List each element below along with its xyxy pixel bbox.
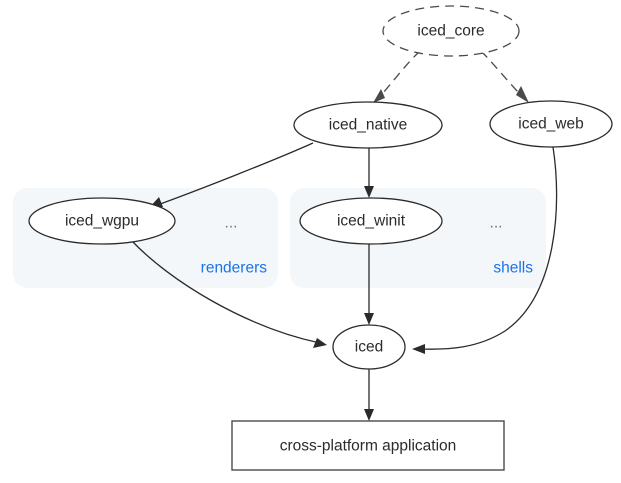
node-application-shape[interactable]	[231, 420, 505, 471]
node-iced-core[interactable]: iced_core	[382, 5, 520, 57]
edge-iced-winit-to-iced-arrowhead	[364, 313, 374, 325]
node-iced-web[interactable]: iced_web	[489, 100, 613, 148]
edge-iced-winit-to-iced	[364, 244, 374, 325]
edge-iced-core-to-iced-web-arrowhead	[516, 86, 529, 103]
edge-iced-core-to-iced-native	[373, 50, 421, 103]
shells-more-icon: ...	[490, 215, 503, 232]
edge-iced-web-to-iced	[412, 146, 558, 354]
node-iced-core-shape[interactable]	[382, 5, 520, 57]
edge-iced-web-to-iced-line	[418, 146, 558, 350]
renderers-more-icon: ...	[225, 215, 238, 232]
edge-iced-wgpu-to-iced-line	[131, 240, 321, 344]
edge-iced-core-to-iced-native-arrowhead	[373, 89, 385, 103]
edge-iced-to-application-arrowhead	[364, 409, 374, 421]
node-iced-winit[interactable]: iced_winit	[299, 197, 443, 245]
node-iced[interactable]: iced	[332, 324, 406, 370]
node-iced-shape[interactable]	[332, 324, 406, 370]
edge-iced-native-to-iced-wgpu-line	[151, 142, 314, 208]
edge-iced-core-to-iced-web	[480, 50, 529, 103]
node-iced-winit-label: iced_winit	[337, 213, 406, 230]
node-iced-wgpu-label: iced_wgpu	[65, 213, 139, 230]
cluster-renderers-label: renderers	[201, 260, 268, 277]
node-iced-native-label: iced_native	[329, 117, 407, 134]
node-iced-wgpu[interactable]: iced_wgpu	[28, 197, 176, 245]
node-iced-wgpu-shape[interactable]	[28, 197, 176, 245]
node-iced-web-shape[interactable]	[489, 100, 613, 148]
edge-iced-native-to-iced-winit-arrowhead	[364, 186, 374, 198]
edge-iced-wgpu-to-iced-arrowhead	[313, 338, 327, 348]
node-application[interactable]: cross-platform application	[231, 420, 505, 471]
edge-iced-web-to-iced-arrowhead	[412, 344, 425, 354]
node-application-label: cross-platform application	[280, 438, 457, 455]
node-iced-core-label: iced_core	[417, 23, 484, 40]
node-iced-label: iced	[355, 339, 383, 356]
node-iced-native[interactable]: iced_native	[293, 101, 443, 149]
cluster-shells-label: shells	[493, 260, 533, 277]
node-iced-winit-shape[interactable]	[299, 197, 443, 245]
edge-iced-native-to-iced-winit	[364, 148, 374, 198]
edge-iced-to-application	[364, 369, 374, 421]
node-iced-web-label: iced_web	[518, 116, 584, 133]
edge-iced-wgpu-to-iced	[131, 240, 327, 348]
node-iced-native-shape[interactable]	[293, 101, 443, 149]
